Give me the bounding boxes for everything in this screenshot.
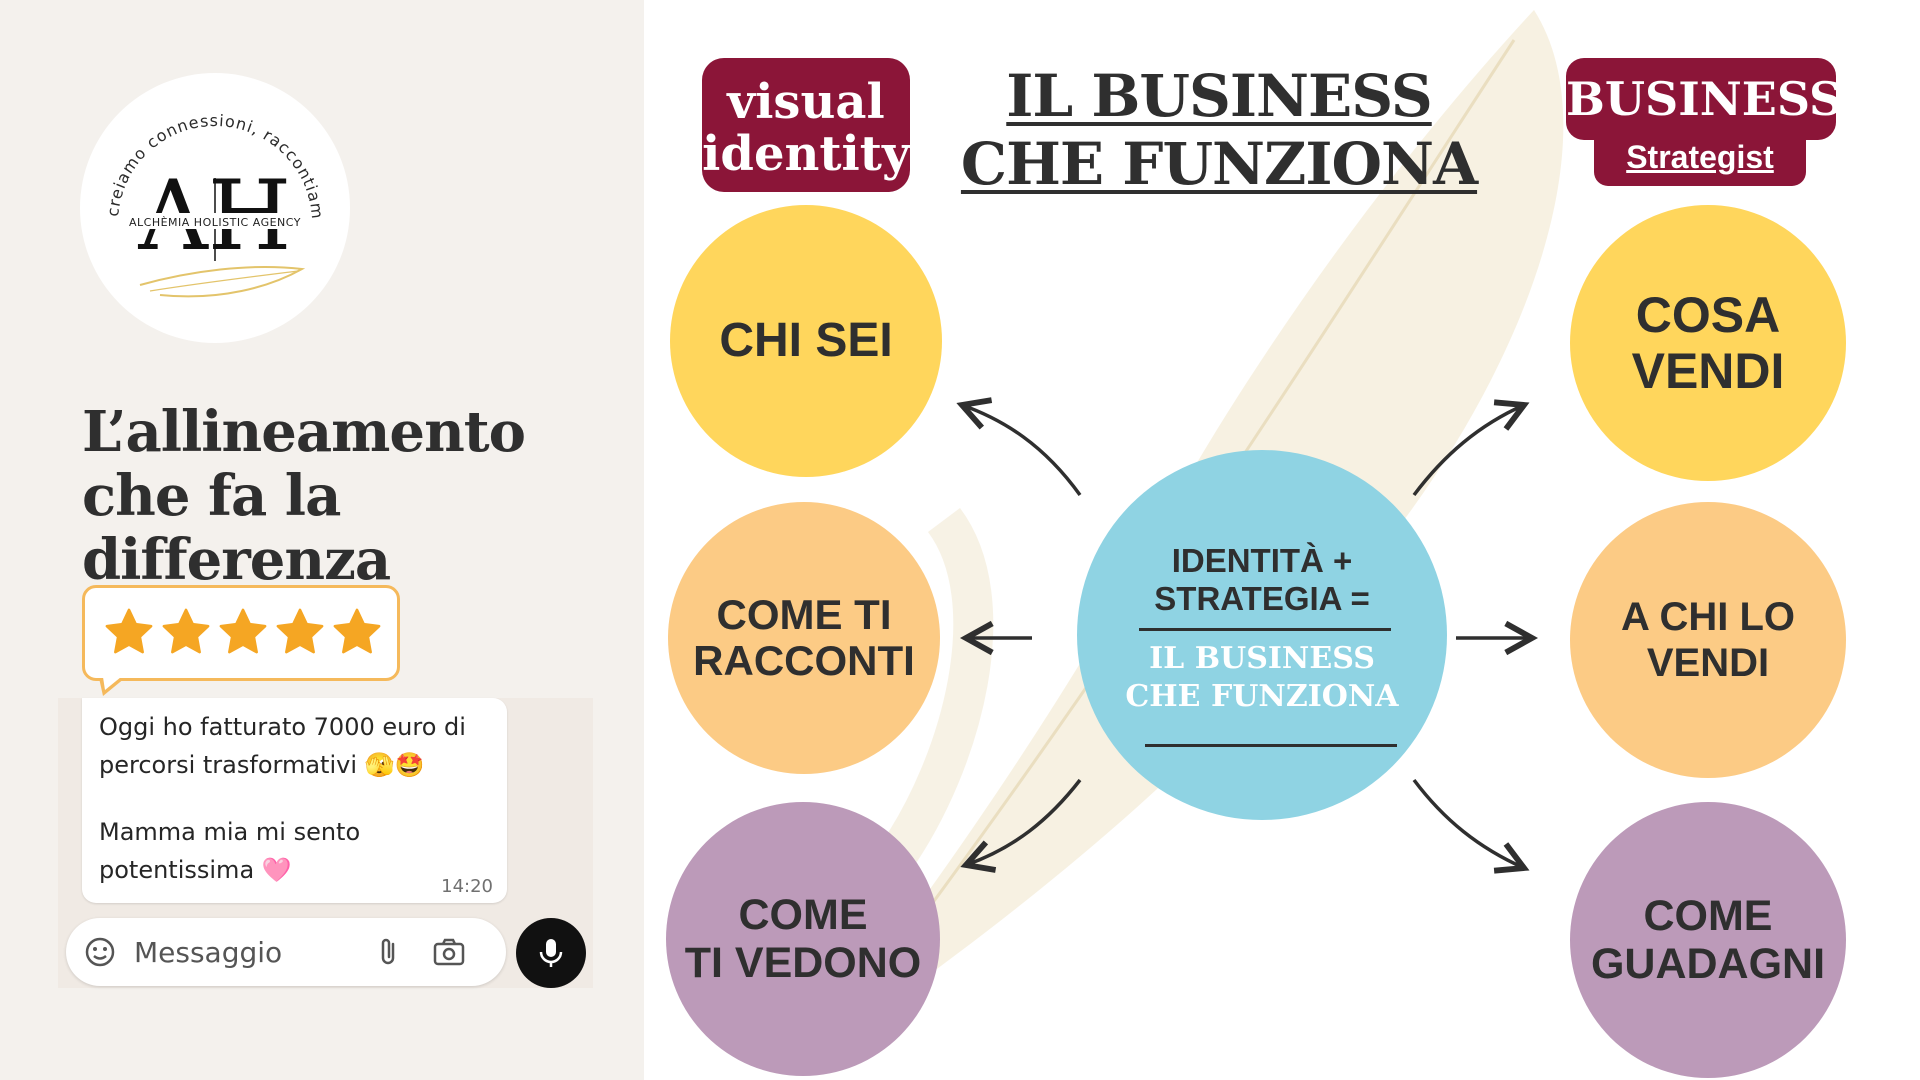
message-paragraph-2: Mamma mia mi sento potentissima 🩷 bbox=[99, 813, 360, 889]
message-time: 14:20 bbox=[441, 876, 493, 897]
microphone-button[interactable] bbox=[516, 918, 586, 988]
arrow-to-come-ti-vedono bbox=[966, 778, 1082, 865]
headline-line-2: che fa la differenza bbox=[82, 463, 391, 593]
message-line-1: Oggi ho fatturato 7000 euro di bbox=[99, 713, 466, 741]
star-icon bbox=[333, 608, 381, 654]
star-icon bbox=[105, 608, 153, 654]
tag-visual-line-2: identity bbox=[702, 126, 910, 182]
logo-agency-name: ALCHÈMIA HOLISTIC AGENCY bbox=[129, 216, 301, 229]
message-paragraph-1: Oggi ho fatturato 7000 euro di percorsi … bbox=[99, 708, 466, 784]
microphone-icon bbox=[539, 939, 563, 967]
node-a-chi-lo-vendi: A CHI LO VENDI bbox=[1570, 502, 1846, 778]
node-chi-sei-label: CHI SEI bbox=[719, 314, 893, 367]
node-vedono-line-1: COME bbox=[738, 891, 868, 939]
center-node-identita-strategia: IDENTITÀ + STRATEGIA = IL BUSINESS CHE F… bbox=[1077, 450, 1447, 820]
node-a-chi-line-2: VENDI bbox=[1646, 641, 1770, 685]
connection-arrows bbox=[644, 0, 1920, 1080]
node-guadagni-line-2: GUADAGNI bbox=[1590, 940, 1826, 988]
star-icon bbox=[276, 608, 324, 654]
message-line-3: Mamma mia mi sento bbox=[99, 818, 361, 846]
node-come-ti-racconti: COME TI RACCONTI bbox=[668, 502, 940, 774]
node-come-guadagni: COME GUADAGNI bbox=[1570, 802, 1846, 1078]
node-cosa-vendi-line-2: VENDI bbox=[1631, 343, 1785, 399]
message-line-2: percorsi trasformativi 🫣🤩 bbox=[99, 751, 425, 779]
center-equation-result: IL BUSINESS CHE FUNZIONA bbox=[1077, 640, 1447, 716]
agency-logo: creiamo connessioni, raccontiamo essenze… bbox=[80, 73, 350, 343]
node-guadagni-line-1: COME bbox=[1643, 892, 1773, 940]
message-input-bar[interactable]: Messaggio bbox=[66, 918, 506, 986]
node-vedono-line-2: TI VEDONO bbox=[684, 939, 922, 987]
message-line-4: potentissima 🩷 bbox=[99, 856, 292, 884]
sticker-icon[interactable] bbox=[84, 936, 116, 968]
node-racconti-line-1: COME TI bbox=[716, 591, 892, 638]
stars-row bbox=[103, 606, 383, 658]
star-icon bbox=[162, 608, 210, 654]
arrow-to-cosa-vendi bbox=[1412, 405, 1524, 497]
tag-visual-line-1: visual bbox=[727, 74, 885, 130]
diagram-title: IL BUSINESS CHE FUNZIONA bbox=[944, 62, 1494, 198]
left-panel: creiamo connessioni, raccontiamo essenze… bbox=[0, 0, 644, 1080]
attach-icon[interactable] bbox=[374, 936, 404, 968]
center-divider-bottom bbox=[1145, 744, 1397, 747]
tag-strategist: Strategist bbox=[1594, 130, 1806, 186]
node-cosa-vendi-line-1: COSA bbox=[1635, 287, 1781, 343]
center-line-4: CHE FUNZIONA bbox=[1125, 679, 1399, 714]
star-icon bbox=[219, 608, 267, 654]
headline: L’allineamento che fa la differenza bbox=[82, 400, 644, 592]
star-rating bbox=[82, 585, 400, 696]
chat-message-bubble: Oggi ho fatturato 7000 euro di percorsi … bbox=[82, 698, 507, 903]
headline-line-1: L’allineamento bbox=[82, 399, 526, 465]
node-a-chi-line-1: A CHI LO bbox=[1620, 595, 1796, 639]
node-chi-sei: CHI SEI bbox=[670, 205, 942, 477]
node-come-ti-vedono: COME TI VEDONO bbox=[666, 802, 940, 1076]
center-line-2: STRATEGIA = bbox=[1154, 580, 1370, 617]
tag-business: BUSINESS bbox=[1566, 58, 1842, 140]
center-line-3: IL BUSINESS bbox=[1149, 641, 1375, 676]
node-cosa-vendi: COSA VENDI bbox=[1570, 205, 1846, 481]
message-input[interactable]: Messaggio bbox=[134, 936, 283, 969]
arrow-to-come-guadagni bbox=[1412, 778, 1524, 868]
logo-icon: creiamo connessioni, raccontiamo essenze… bbox=[80, 73, 326, 298]
tag-visual-identity: visual identity bbox=[702, 58, 910, 192]
center-equation-top: IDENTITÀ + STRATEGIA = bbox=[1077, 542, 1447, 618]
arrow-to-chi-sei bbox=[962, 405, 1082, 497]
title-line-2: CHE FUNZIONA bbox=[960, 130, 1478, 198]
center-divider-top bbox=[1139, 628, 1391, 631]
right-panel: visual identity IL BUSINESS CHE FUNZIONA… bbox=[644, 0, 1920, 1080]
title-line-1: IL BUSINESS bbox=[1006, 62, 1432, 130]
center-line-1: IDENTITÀ + bbox=[1171, 542, 1353, 579]
node-racconti-line-2: RACCONTI bbox=[693, 637, 915, 684]
camera-icon[interactable] bbox=[432, 936, 466, 968]
